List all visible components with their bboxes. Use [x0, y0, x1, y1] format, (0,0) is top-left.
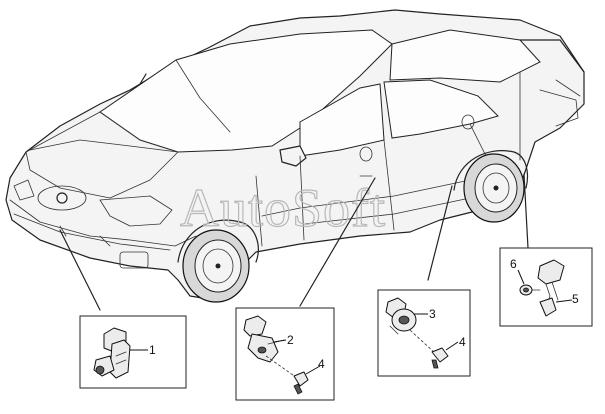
mounting-nut-part	[519, 284, 541, 296]
side-impact-sensor-part	[243, 315, 285, 363]
mounting-bolt-part-b	[431, 347, 449, 369]
callout-4b: 4	[459, 335, 466, 349]
inset-rear-door-sensor: 3 4	[377, 289, 471, 377]
inset-center-pillar-sensor: 2 4	[235, 307, 335, 401]
rear-side-sensor-part	[385, 297, 417, 335]
leader-lines	[59, 173, 529, 311]
callout-3: 3	[429, 307, 436, 321]
callout-2: 2	[287, 333, 294, 347]
car-illustration	[5, 9, 585, 303]
callout-6: 6	[510, 257, 517, 271]
inset-front-sensor: 1	[79, 315, 187, 389]
callout-4a: 4	[318, 357, 325, 371]
rear-pillar-sensor-part	[537, 259, 565, 317]
front-impact-sensor-part	[93, 327, 131, 379]
callout-1: 1	[149, 343, 156, 357]
mounting-bolt-part-a	[293, 371, 309, 395]
watermark-text: AutoSoft	[180, 178, 386, 238]
inset-rear-quarter-sensor: 5 6	[499, 247, 593, 327]
callout-5: 5	[572, 292, 579, 306]
